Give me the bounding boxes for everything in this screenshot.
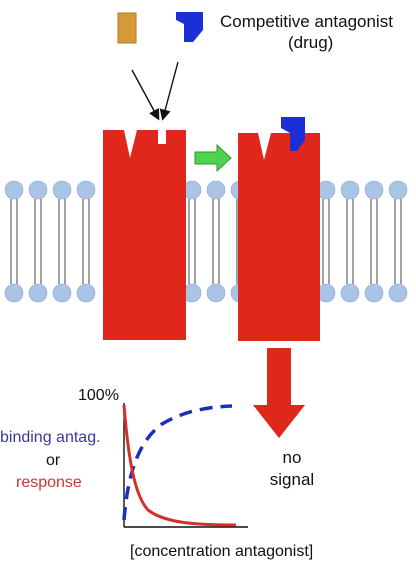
- lipid-head: [206, 180, 226, 200]
- drug-label-line2: (drug): [288, 33, 334, 52]
- bound-antagonist: [281, 117, 305, 151]
- lipid-head: [388, 283, 408, 303]
- or-label: or: [46, 452, 61, 469]
- binding-label: binding antag.: [0, 429, 101, 446]
- response-curve: [122, 404, 237, 527]
- lipid-head: [76, 283, 96, 303]
- lipid-head: [364, 283, 384, 303]
- y-axis-max-label: 100%: [78, 387, 119, 404]
- agonist-ligand: [117, 12, 137, 44]
- lipid-head: [4, 180, 24, 200]
- receptor-blocked: [238, 133, 320, 341]
- no-label: no: [282, 448, 302, 467]
- binding-curve: [122, 404, 233, 521]
- antagonist-ligand: [176, 12, 203, 42]
- agonist-binding-arrow: [131, 69, 160, 121]
- drug-label-line1: Competitive antagonist: [220, 12, 393, 31]
- lipid-head: [52, 283, 72, 303]
- dose-response-graph: [122, 403, 248, 528]
- lipid-head: [340, 283, 360, 303]
- down-arrow-icon: [253, 348, 305, 438]
- antagonist-binding-arrow: [159, 61, 179, 121]
- lipid-head: [388, 180, 408, 200]
- lipid-head: [52, 180, 72, 200]
- transition-arrow-icon: [194, 143, 232, 173]
- lipid-head: [28, 283, 48, 303]
- response-label: response: [16, 474, 82, 491]
- cell-membrane: [4, 180, 408, 303]
- lipid-head: [206, 283, 226, 303]
- lipid-head: [340, 180, 360, 200]
- lipid-head: [28, 180, 48, 200]
- receptor-free: [103, 130, 186, 340]
- lipid-head: [4, 283, 24, 303]
- lipid-head: [76, 180, 96, 200]
- lipid-head: [364, 180, 384, 200]
- signal-label: signal: [269, 470, 315, 489]
- x-axis-label: [concentration antagonist]: [130, 543, 314, 560]
